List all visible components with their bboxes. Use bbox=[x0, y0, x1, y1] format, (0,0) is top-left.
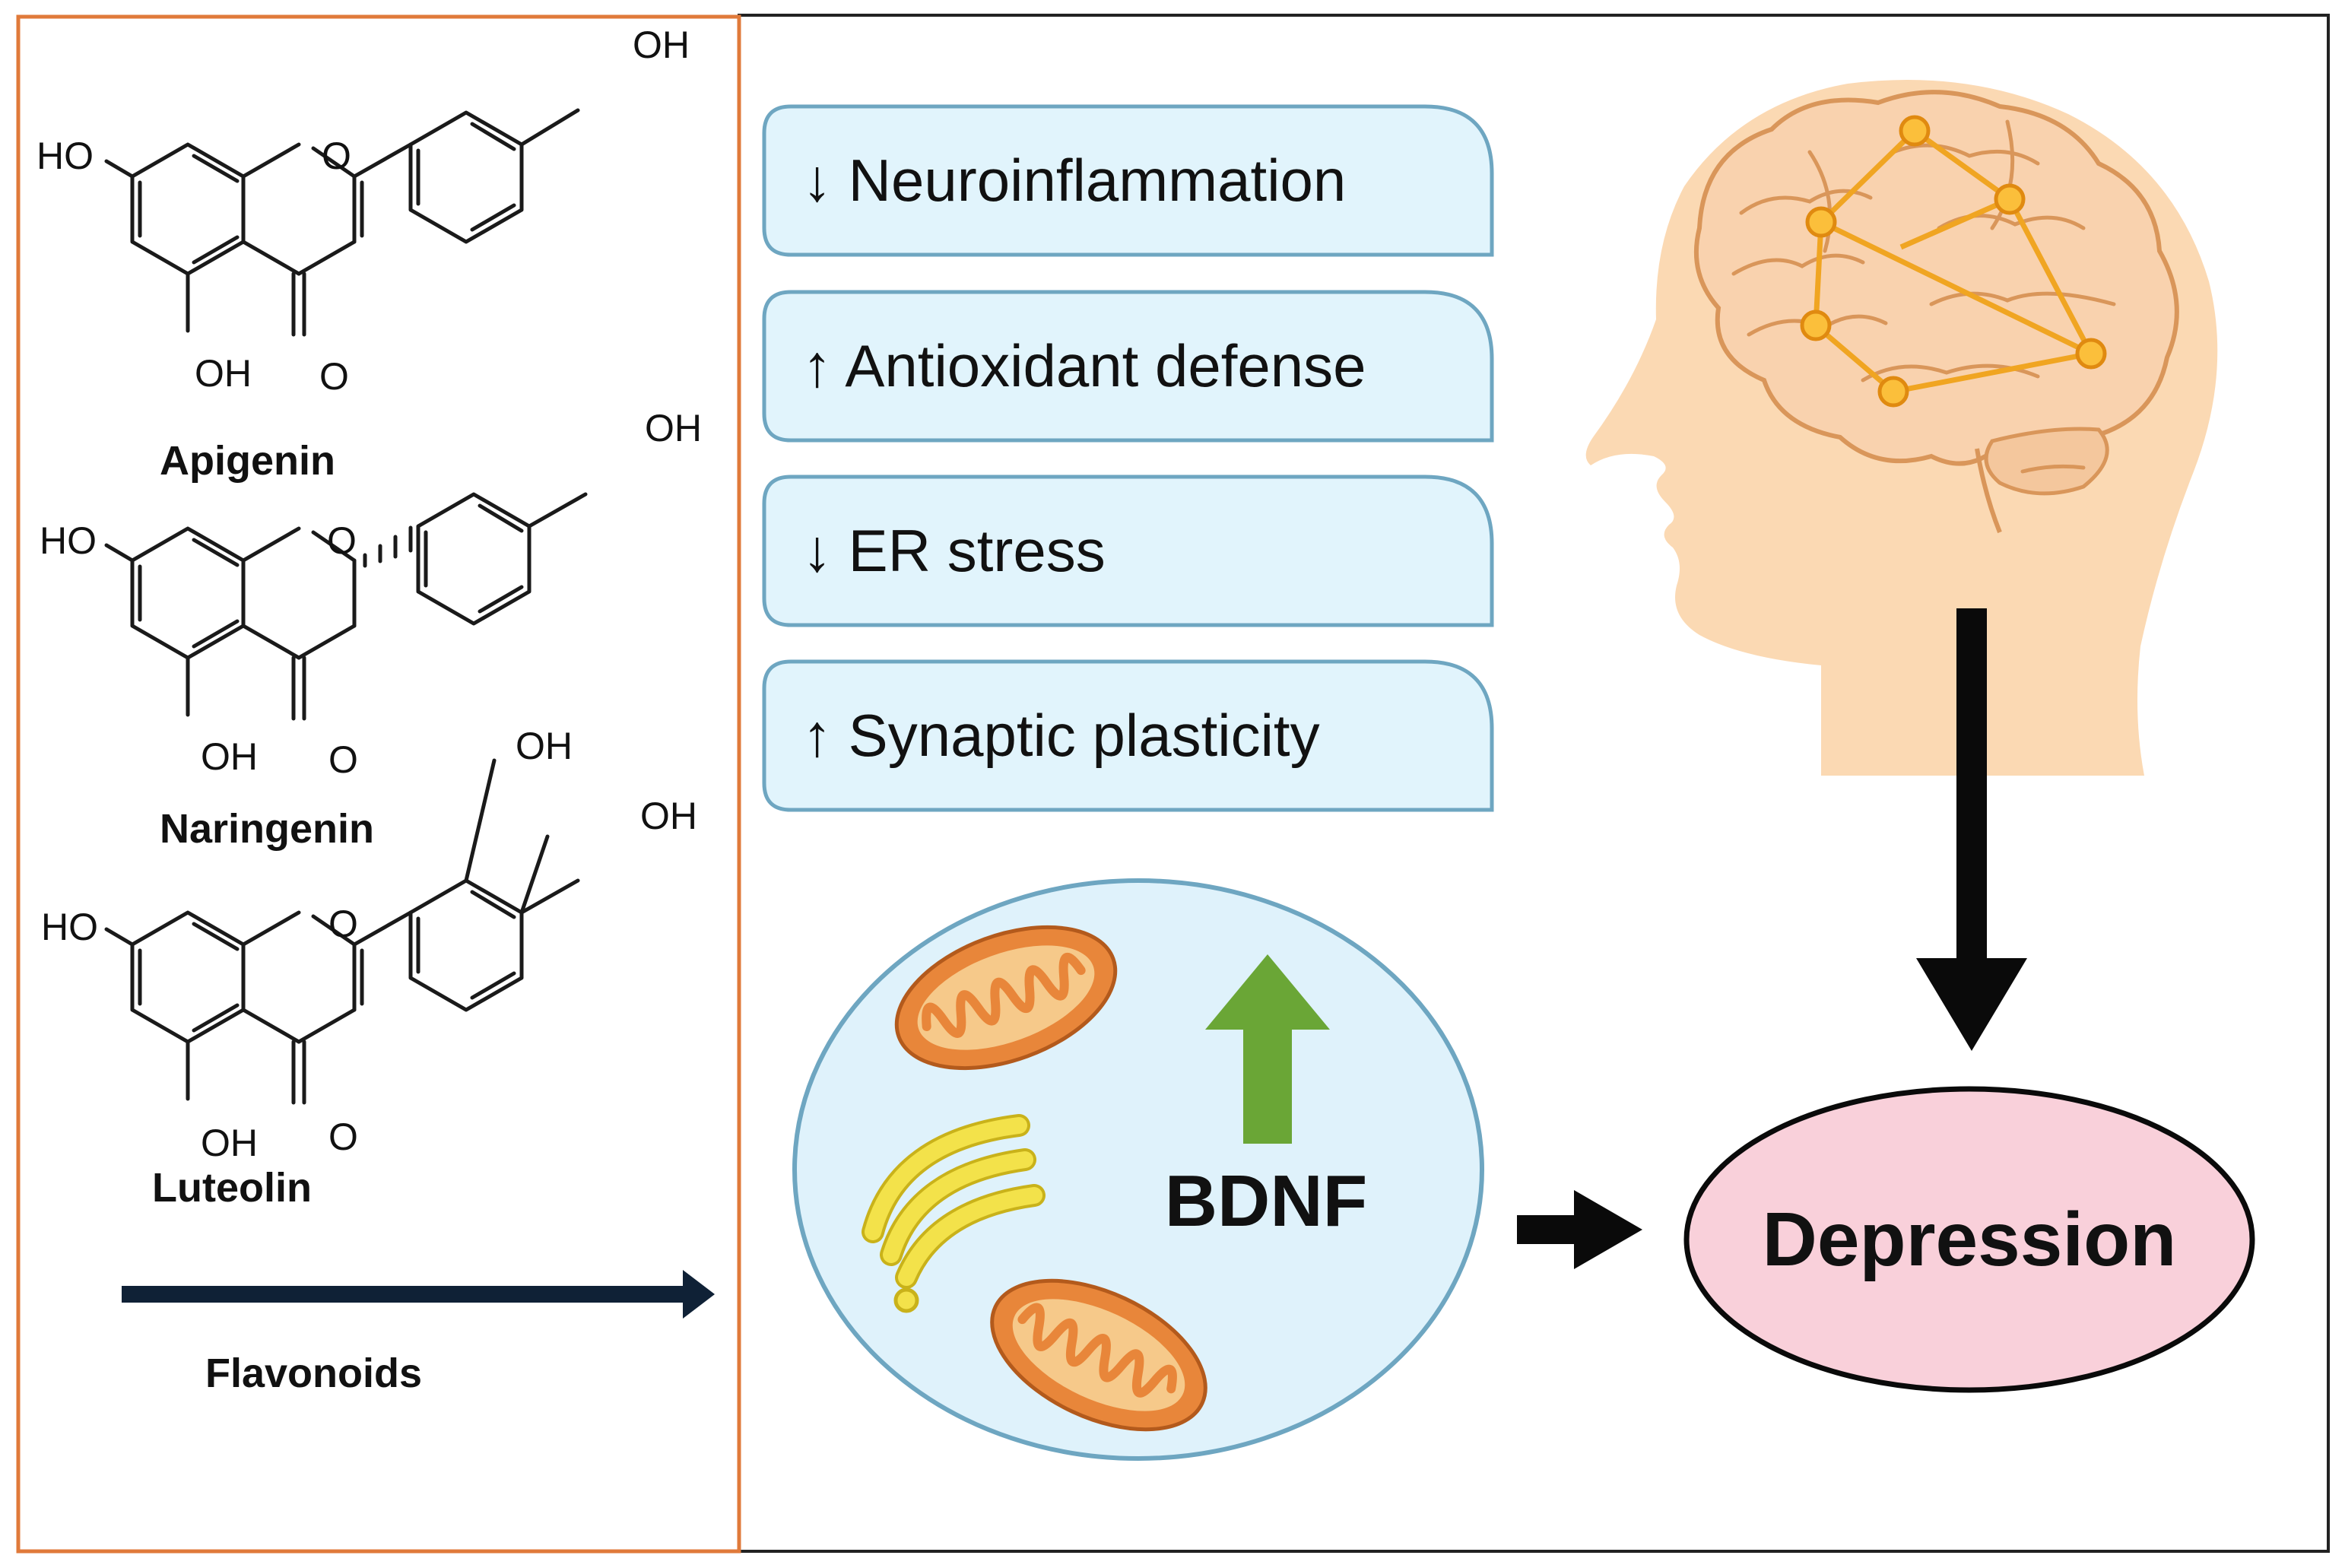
apigenin-carbonyl-o-label: O bbox=[319, 355, 349, 398]
naringenin-label: Naringenin bbox=[160, 806, 374, 852]
depression-label: Depression bbox=[1763, 1197, 2177, 1282]
naringenin-carbonyl-o-label: O bbox=[328, 738, 358, 781]
naringenin-oh-top-label: OH bbox=[645, 407, 702, 449]
effect-text-neuroinflammation: ↓ Neuroinflammation bbox=[802, 147, 1346, 214]
luteolin-oh-right-label: OH bbox=[640, 795, 697, 837]
effect-text-antioxidant: ↑ Antioxidant defense bbox=[802, 332, 1366, 399]
cell-to-depression-arrow bbox=[1517, 1190, 1642, 1269]
naringenin-ho-label: HO bbox=[40, 519, 97, 562]
luteolin-carbonyl-o-label: O bbox=[328, 1116, 358, 1158]
effect-tab-antioxidant: ↑ Antioxidant defense bbox=[762, 290, 1494, 443]
depression-outcome: Depression bbox=[1683, 1086, 2255, 1393]
effect-tab-er-stress: ↓ ER stress bbox=[762, 475, 1494, 627]
bdnf-label: BDNF bbox=[1165, 1160, 1368, 1242]
apigenin-oh-top-label: OH bbox=[633, 24, 690, 66]
golgi-apparatus bbox=[862, 1114, 1046, 1313]
head-silhouette bbox=[1585, 80, 2218, 776]
flavonoids-arrow bbox=[122, 1270, 715, 1319]
brain-network-nodes bbox=[1800, 115, 2107, 408]
mitochondrion-bottom bbox=[990, 1278, 1207, 1432]
bdnf-up-arrow bbox=[1205, 954, 1330, 1144]
luteolin-oh-top-label: OH bbox=[516, 725, 573, 767]
mitochondrion-top bbox=[894, 925, 1118, 1071]
apigenin-structure: HO OH OH O O Apigenin bbox=[36, 24, 690, 484]
luteolin-ho-label: HO bbox=[41, 906, 98, 948]
apigenin-ho-label: HO bbox=[36, 135, 94, 177]
cerebellum bbox=[1984, 427, 2109, 496]
effect-text-synaptic: ↑ Synaptic plasticity bbox=[802, 702, 1320, 769]
apigenin-oh-bottom-label: OH bbox=[195, 352, 252, 395]
left-panel: HO OH OH O O Apigenin bbox=[16, 14, 741, 1554]
effect-text-er-stress: ↓ ER stress bbox=[802, 517, 1106, 584]
neuron-cell: BDNF bbox=[792, 878, 1484, 1461]
luteolin-structure: HO OH OH OH O O Luteolin bbox=[41, 725, 697, 1211]
effect-list: ↓ Neuroinflammation ↑ Antioxidant defens… bbox=[762, 104, 1494, 812]
flavonoids-label: Flavonoids bbox=[205, 1351, 422, 1396]
brain-stem bbox=[1975, 448, 2002, 534]
apigenin-label: Apigenin bbox=[160, 438, 335, 484]
naringenin-oh-bottom-label: OH bbox=[201, 735, 258, 778]
depression-ellipse bbox=[1683, 1086, 2255, 1393]
luteolin-oh-bottom-label: OH bbox=[201, 1122, 258, 1164]
naringenin-ring-o-label: O bbox=[327, 519, 357, 562]
luteolin-label: Luteolin bbox=[152, 1165, 312, 1211]
effect-tab-synaptic: ↑ Synaptic plasticity bbox=[762, 659, 1494, 812]
apigenin-ring-o-label: O bbox=[322, 135, 351, 177]
brain-network bbox=[1813, 129, 2094, 395]
naringenin-structure: HO OH OH O O Naringenin bbox=[40, 407, 702, 852]
luteolin-ring-o-label: O bbox=[328, 903, 358, 945]
effect-tab-neuroinflammation: ↓ Neuroinflammation bbox=[762, 104, 1494, 257]
head-to-depression-arrow bbox=[1916, 608, 2027, 1051]
left-panel-border bbox=[16, 14, 741, 1554]
